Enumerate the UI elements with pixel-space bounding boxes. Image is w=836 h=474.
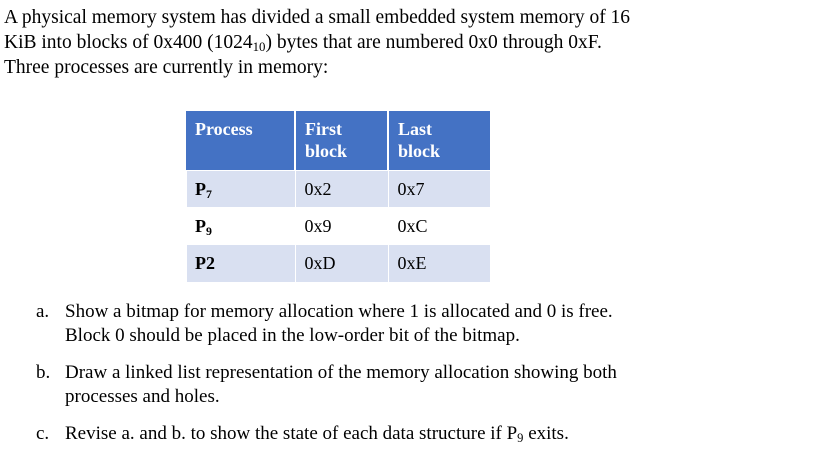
table-header-row: Process First block Last block: [186, 111, 490, 171]
column-header-last-block-line-1: Last: [398, 119, 433, 139]
list-text-c-line-1: Revise a. and b. to show the state of ea…: [65, 422, 836, 446]
list-text-b-line-1: Draw a linked list representation of the…: [65, 362, 617, 383]
list-item: a. Show a bitmap for memory allocation w…: [0, 300, 836, 348]
list-marker-b: b.: [36, 362, 51, 383]
cell-first-block: 0x9: [295, 207, 389, 245]
list-text-b: Draw a linked list representation of the…: [65, 361, 836, 409]
intro-line-2-part-a: KiB into blocks of 0x400 (1024: [4, 32, 253, 53]
cell-last-block: 0xC: [388, 207, 490, 245]
cell-process-name: P9: [186, 207, 296, 245]
process-subscript: 7: [206, 186, 212, 201]
process-subscript: 9: [206, 223, 212, 238]
list-marker-c: c.: [36, 423, 50, 444]
process-letter: P: [195, 215, 206, 236]
intro-subscript-base10: 10: [252, 40, 266, 55]
question-list: a. Show a bitmap for memory allocation w…: [0, 300, 836, 459]
list-text-a-line-1: Show a bitmap for memory allocation wher…: [65, 301, 613, 322]
process-letter: P: [195, 178, 206, 199]
intro-line-3: Three processes are currently in memory:: [4, 57, 329, 78]
column-header-first-block: First block: [295, 111, 389, 171]
list-text-a: Show a bitmap for memory allocation wher…: [65, 300, 836, 348]
cell-last-block: 0xE: [388, 244, 490, 282]
process-subscript: 9: [517, 431, 524, 446]
list-item: b. Draw a linked list representation of …: [0, 361, 836, 409]
column-header-process-line-1: Process: [195, 119, 253, 139]
list-text-c: Revise a. and b. to show the state of ea…: [65, 422, 836, 446]
intro-line-1: A physical memory system has divided a s…: [4, 7, 631, 28]
cell-first-block: 0xD: [295, 244, 389, 282]
intro-line-2: KiB into blocks of 0x400 (102410) bytes …: [4, 30, 794, 55]
cell-process-name: P2: [186, 244, 296, 282]
table-row: P2 0xD 0xE: [186, 244, 490, 282]
list-text-c-before: Revise a. and b. to show the state of ea…: [65, 423, 518, 444]
intro-line-2-part-b: ) bytes that are numbered 0x0 through 0x…: [265, 32, 602, 53]
list-item: c. Revise a. and b. to show the state of…: [0, 422, 836, 446]
list-text-c-after: exits.: [523, 423, 569, 444]
cell-process-name: P7: [186, 170, 296, 208]
process-memory-table: Process First block Last block P7 0x2 0x…: [186, 111, 490, 282]
table-row: P7 0x2 0x7: [186, 170, 490, 208]
list-text-a-line-2: Block 0 should be placed in the low-orde…: [65, 325, 520, 346]
cell-last-block: 0x7: [388, 170, 490, 208]
intro-paragraph: A physical memory system has divided a s…: [4, 5, 794, 80]
column-header-process: Process: [186, 111, 296, 171]
table-row: P9 0x9 0xC: [186, 207, 490, 245]
cell-first-block: 0x2: [295, 170, 389, 208]
column-header-last-block-line-2: block: [398, 141, 441, 161]
list-text-b-line-2: processes and holes.: [65, 386, 220, 407]
list-marker-a: a.: [36, 301, 50, 322]
column-header-first-block-line-1: First: [305, 119, 342, 139]
column-header-first-block-line-2: block: [305, 141, 348, 161]
process-letter: P: [195, 252, 206, 273]
process-number: 2: [206, 252, 215, 273]
column-header-last-block: Last block: [388, 111, 490, 171]
